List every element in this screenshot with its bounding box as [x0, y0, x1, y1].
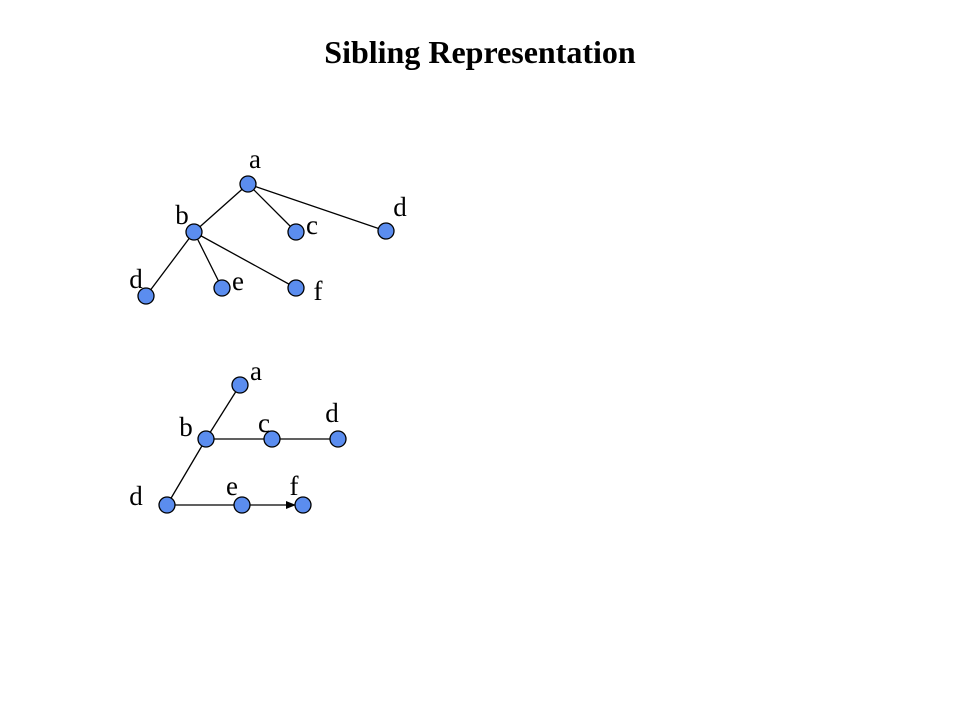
sibling-tree-node-d1 — [329, 430, 347, 448]
sibling-tree-edge-a-b — [205, 384, 241, 440]
sibling-tree-label-a: a — [250, 356, 262, 386]
general-tree-label-e: e — [232, 266, 244, 296]
sibling-tree-label-f: f — [290, 471, 299, 501]
general-tree-edge-b-d2 — [145, 231, 195, 297]
sibling-tree-label-b: b — [179, 412, 193, 442]
sibling-tree-edge-b-d2 — [166, 438, 207, 506]
general-tree-node-b — [185, 223, 203, 241]
sibling-tree-node-b — [197, 430, 215, 448]
general-tree-node-c — [287, 223, 305, 241]
general-tree-edge-b-f — [193, 231, 297, 289]
general-tree-edge-b-e — [193, 231, 223, 289]
sibling-tree-node-d2 — [158, 496, 176, 514]
general-tree-label-c: c — [306, 210, 318, 240]
sibling-tree-label-d1: d — [325, 398, 339, 428]
sibling-tree-node-e — [233, 496, 251, 514]
general-tree-edge-a-d1 — [247, 183, 387, 232]
general-tree-node-d1 — [377, 222, 395, 240]
general-tree-label-d2: d — [129, 264, 143, 294]
general-tree-node-a — [239, 175, 257, 193]
general-tree-node-d2 — [137, 287, 155, 305]
sibling-tree-label-c: c — [258, 408, 270, 438]
general-tree-label-f: f — [314, 276, 323, 306]
general-tree-label-d1: d — [393, 192, 407, 222]
sibling-tree-node-a — [231, 376, 249, 394]
general-tree-edge-a-c — [247, 183, 297, 233]
sibling-tree-node-f — [294, 496, 312, 514]
general-tree-edge-a-b — [193, 183, 249, 233]
sibling-tree-label-e: e — [226, 471, 238, 501]
sibling-tree-label-d2: d — [129, 481, 143, 511]
general-tree: a b c d d e f — [129, 144, 407, 306]
general-tree-node-e — [213, 279, 231, 297]
sibling-tree: a b c d d e f — [129, 356, 347, 514]
general-tree-label-b: b — [175, 200, 189, 230]
slide-title: Sibling Representation — [324, 34, 636, 70]
general-tree-node-f — [287, 279, 305, 297]
general-tree-label-a: a — [249, 144, 261, 174]
sibling-tree-node-c — [263, 430, 281, 448]
